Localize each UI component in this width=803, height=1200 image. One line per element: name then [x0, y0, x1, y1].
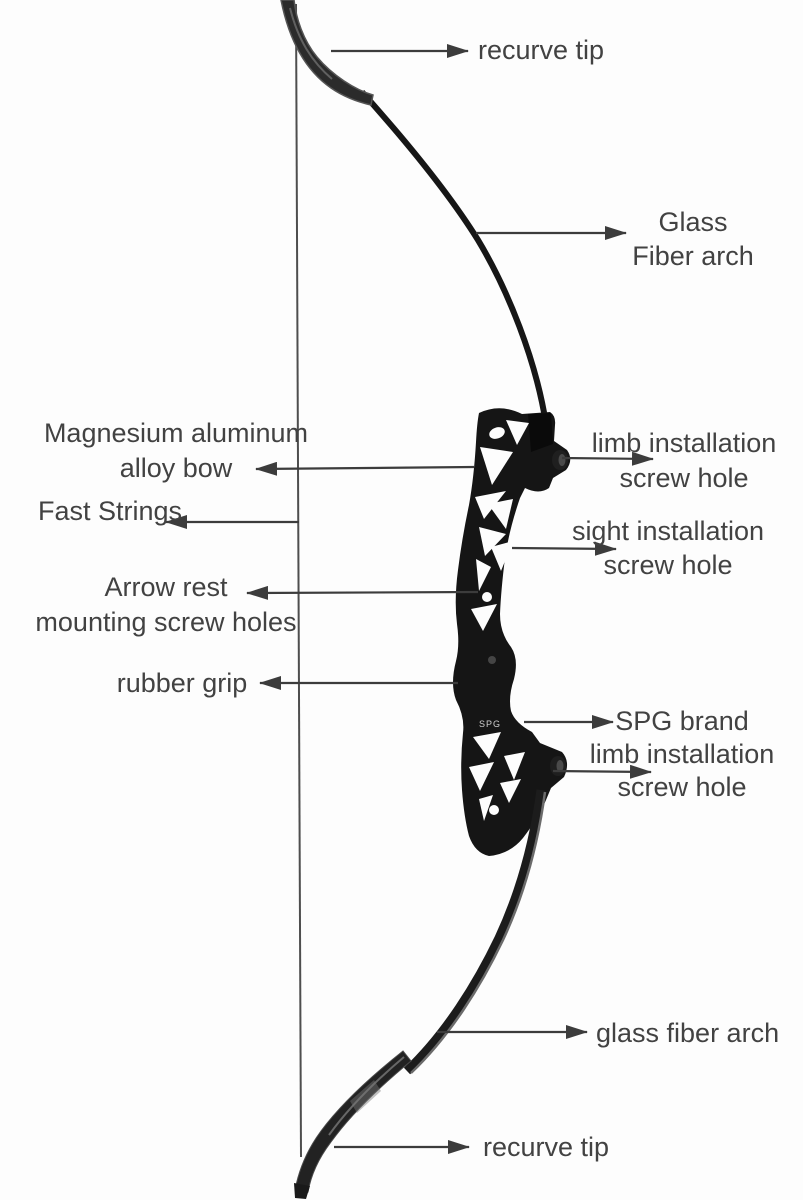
label-recurve-tip-top: recurve tip: [478, 35, 605, 65]
label-spg-limb-installation: SPG brand limb installation screw hole: [589, 706, 775, 802]
lower-limb-bolt: [550, 756, 566, 776]
arrow-magnesium-alloy-bow: [255, 461, 475, 476]
arrow-limb-installation-top: [561, 451, 654, 466]
upper-limb-bolt: [552, 450, 568, 470]
label-magnesium-alloy-bow: Magnesium aluminum alloy bow: [43, 418, 309, 483]
arrow-limb-installation-bottom: [552, 764, 652, 779]
label-fast-strings: Fast Strings: [38, 496, 183, 526]
label-arrow-rest: Arrow rest mounting screw holes: [35, 572, 297, 637]
label-recurve-tip-bottom: recurve tip: [483, 1132, 610, 1162]
label-glass-fiber-arch-top: Glass Fiber arch: [632, 207, 754, 271]
riser-brand-logo: SPG: [479, 719, 501, 729]
upper-limb: [359, 89, 549, 425]
upper-limb-pocket: [528, 413, 553, 452]
upper-recurve-tip: [280, 0, 374, 106]
label-rubber-grip: rubber grip: [116, 668, 248, 698]
arrow-sight-installation: [511, 541, 617, 556]
lower-recurve-tip: [294, 1050, 412, 1199]
callout-arrows: [165, 44, 654, 1154]
bow-string: [295, 3, 302, 1158]
riser-cutouts: [469, 420, 529, 821]
arrow-arrow-rest: [246, 585, 479, 600]
label-glass-fiber-arch-bottom: glass fiber arch: [596, 1018, 780, 1048]
label-limb-installation-top: limb installation screw hole: [591, 428, 777, 493]
label-sight-installation: sight installation screw hole: [571, 516, 765, 580]
grip-screw: [488, 656, 496, 664]
lower-limb: [403, 789, 547, 1075]
riser: SPG: [453, 408, 571, 856]
